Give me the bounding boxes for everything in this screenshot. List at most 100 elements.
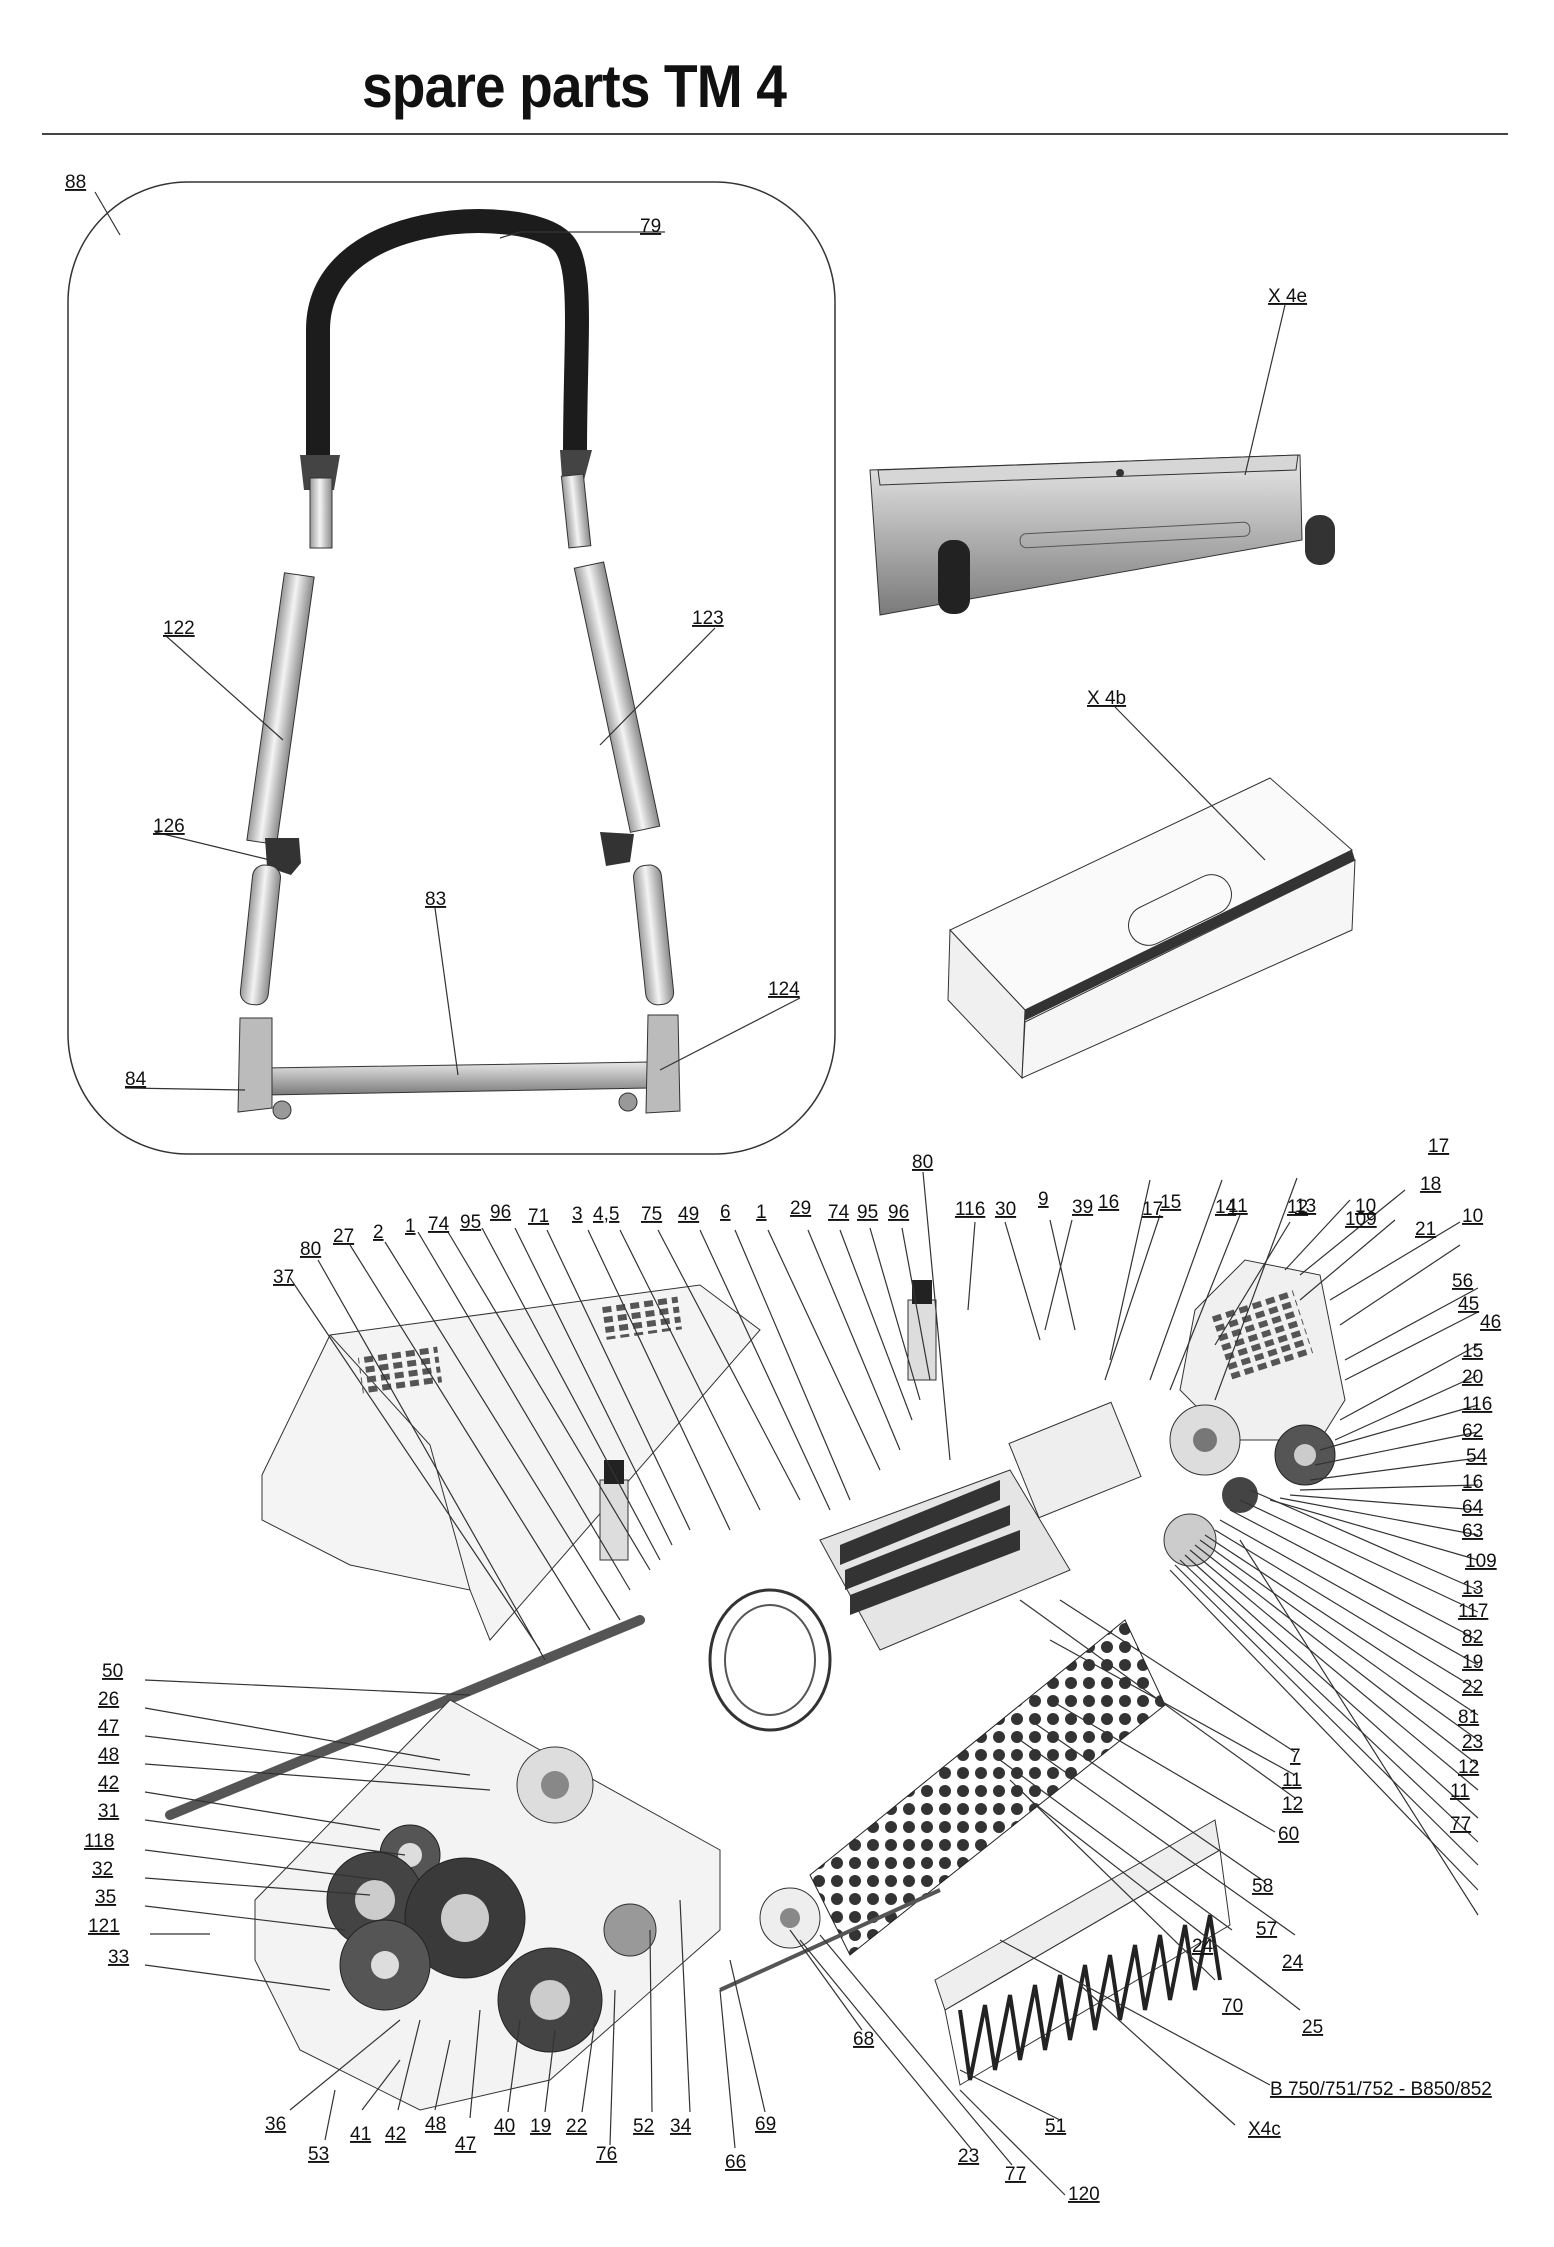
label-54: 54 [1466,1446,1488,1467]
label-121: 121 [88,1916,120,1937]
clamp-right-lower [600,832,634,866]
label-84: 84 [125,1069,147,1090]
label-26: 26 [98,1689,119,1710]
label-11c: 11 [1282,1770,1302,1791]
tube-stub-right [560,473,592,549]
clamp-right-top [560,450,592,480]
label-36: 36 [265,2114,286,2135]
assembly-x4b [947,777,1356,1080]
label-117: 117 [1458,1601,1488,1622]
label-70: 70 [1222,1996,1243,2017]
label-33: 33 [108,1947,129,1968]
label-22b: 22 [566,2116,587,2137]
fan-wheel [708,1588,832,1732]
label-96a: 96 [490,1202,511,1223]
label-39: 39 [1072,1197,1093,1218]
label-58: 58 [1252,1876,1273,1897]
label-42a: 42 [98,1773,119,1794]
label-42b: 42 [385,2124,406,2145]
page-title: spare parts TM 4 [362,53,787,120]
label-66: 66 [725,2152,746,2173]
label-52: 52 [633,2116,654,2137]
label-80b: 80 [300,1239,321,1260]
label-49: 49 [678,1204,699,1225]
label-x4b: X 4b [1087,688,1126,709]
label-53: 53 [308,2144,329,2165]
label-24a: 24 [1192,1936,1214,1957]
label-95b: 95 [857,1202,878,1223]
label-68: 68 [853,2029,874,2050]
label-40: 40 [494,2116,515,2137]
label-116b: 116 [1462,1394,1492,1415]
label-11b: 11 [1450,1781,1470,1802]
label-14: 14 [1215,1197,1237,1218]
label-126: 126 [153,816,185,837]
label-23b: 23 [958,2146,979,2167]
label-2: 2 [373,1222,384,1243]
label-77a: 77 [1450,1814,1471,1835]
label-12a: 12 [1287,1197,1308,1218]
label-31: 31 [98,1801,119,1822]
label-35: 35 [95,1887,116,1908]
label-64: 64 [1462,1497,1484,1518]
handle-panel [67,181,836,1155]
label-81: 81 [1458,1707,1479,1728]
label-83: 83 [425,889,446,910]
label-12b: 12 [1458,1757,1479,1778]
label-16a: 16 [1098,1192,1119,1213]
label-74b: 74 [828,1202,850,1223]
label-62: 62 [1462,1421,1483,1442]
label-11a: 11 [1228,1196,1248,1217]
label-16b: 16 [1462,1472,1483,1493]
label-47b: 47 [455,2134,476,2155]
label-120: 120 [1068,2184,1100,2205]
label-x4c: X4c [1248,2119,1281,2140]
shaft-rod [165,1615,645,1820]
label-37: 37 [273,1267,294,1288]
label-34: 34 [670,2116,692,2137]
label-95a: 95 [460,1212,481,1233]
label-74a: 74 [428,1214,450,1235]
x4e-wheel-left [938,540,970,614]
cross-bar [264,1061,653,1096]
tube-right [573,561,661,833]
label-48a: 48 [98,1745,119,1766]
label-46: 46 [1480,1312,1501,1333]
label-29: 29 [790,1198,811,1219]
label-60: 60 [1278,1824,1299,1845]
leader-lines [94,191,1479,2196]
label-22a: 22 [1462,1677,1483,1698]
label-109a: 109 [1345,1209,1377,1230]
label-13b: 13 [1462,1578,1483,1599]
label-19a: 19 [1462,1652,1483,1673]
bearing [603,1903,657,1957]
label-6: 6 [720,1202,731,1223]
switch-right [907,1299,937,1381]
part-labels: 88 79 122 123 126 83 124 84 X 4e X 4b X4… [65,172,1501,2205]
label-96b: 96 [888,1202,909,1223]
label-1b: 1 [756,1202,767,1223]
label-30: 30 [995,1199,1016,1220]
label-3: 3 [572,1204,583,1225]
label-75: 75 [641,1204,662,1225]
handle-grip [306,209,589,467]
label-48b: 48 [425,2114,446,2135]
label-1a: 1 [405,1216,416,1237]
label-76: 76 [596,2144,617,2165]
knob-left [272,1100,292,1120]
label-88: 88 [65,172,86,193]
label-41: 41 [350,2124,371,2145]
label-10a: 10 [1462,1206,1483,1227]
label-123: 123 [692,608,724,629]
x4b-slot [1128,874,1232,946]
machine-assembly [165,1259,1346,2111]
label-10b: 10 [1355,1196,1376,1217]
label-13a: 13 [1295,1196,1316,1217]
handle-frame [67,181,836,1155]
label-71: 71 [528,1206,549,1227]
label-17a: 17 [1142,1199,1163,1220]
label-50: 50 [102,1661,123,1682]
label-12c: 12 [1282,1794,1303,1815]
label-57: 57 [1256,1919,1277,1940]
lower-tube-right [633,864,675,1006]
